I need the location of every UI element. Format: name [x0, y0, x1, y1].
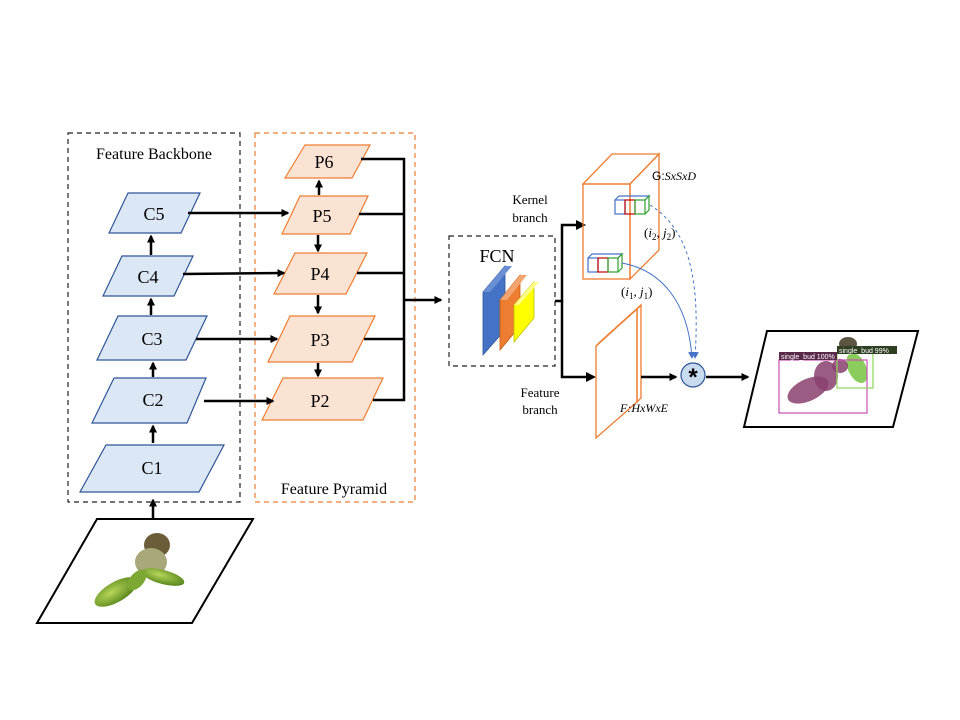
output-mask-purple-2 — [814, 361, 838, 391]
feature-tensor-top — [595, 304, 642, 347]
c1-block — [78, 444, 225, 493]
position-2-j: j — [661, 225, 667, 240]
p2-label: P2 — [310, 391, 329, 411]
feature-tensor-label-math: HxWxE — [630, 401, 668, 415]
feature-branch-label-2: branch — [522, 402, 558, 417]
operator-symbol: * — [688, 364, 698, 391]
kernel-tensor — [581, 152, 661, 281]
arrow-kernel1-operator — [621, 262, 696, 359]
position-label-2: (i2, j2) — [644, 225, 675, 242]
detection-label-bg-1 — [779, 352, 837, 360]
feature-branch-arrowhead — [586, 372, 596, 382]
position-1-i: i — [625, 284, 629, 299]
p6-label: P6 — [314, 152, 333, 172]
fcn-label: FCN — [479, 246, 514, 266]
merge-line-p6-p2 — [361, 157, 406, 402]
fcn-yellow-layer-top — [514, 282, 539, 305]
p6-block — [283, 144, 372, 179]
backbone-title: Feature Backbone — [96, 146, 212, 163]
input-image — [35, 498, 255, 624]
kernel-branch-label-2: branch — [512, 210, 548, 225]
fcn-blue-layer-top — [483, 266, 512, 292]
kernel-branch-label-1: Kernel — [512, 192, 548, 207]
kernel-cube-green-upper — [634, 199, 646, 215]
feature-tensor-label: F:HxWxE — [619, 401, 669, 415]
position-2-j-sub: 2 — [667, 232, 672, 242]
position-2-i: i — [648, 225, 652, 240]
output-image: single_bud 100% single_bud 99% — [742, 330, 920, 428]
c2-block — [91, 377, 207, 424]
feature-tensor-label-prefix: F: — [619, 401, 631, 415]
c5-block — [108, 192, 201, 234]
c1-label: C1 — [141, 458, 162, 478]
feature-pyramid-group: Feature Pyramid P6 P5 P4 P3 P2 — [254, 132, 416, 503]
p5-block — [281, 195, 369, 235]
p4-label: P4 — [310, 264, 329, 284]
kernel-tensor-label-math: SxSxD — [665, 169, 697, 183]
feature-tensor — [595, 303, 642, 440]
position-2-i-sub: 2 — [652, 232, 657, 242]
detection-label-bg-2 — [837, 346, 897, 354]
input-leaf-left — [94, 577, 138, 607]
c3-label: C3 — [141, 329, 162, 349]
position-1-j-sub: 1 — [644, 291, 649, 301]
kernel-tensor-front — [582, 183, 631, 280]
c4-label: C4 — [137, 267, 158, 287]
position-label-1: (i1, j1) — [621, 284, 652, 301]
p4-block — [273, 252, 368, 295]
kernel-cube-red-lower — [597, 257, 609, 273]
c4-block — [102, 255, 194, 297]
operator-circle — [680, 362, 706, 388]
pyramid-title: Feature Pyramid — [281, 481, 387, 498]
kernel-cube-green-lower — [607, 257, 619, 273]
p3-label: P3 — [310, 330, 329, 350]
fcn-block: FCN — [448, 235, 556, 367]
convolution-operator: * — [680, 362, 706, 391]
detection-label-2: single_bud 99% — [839, 348, 889, 355]
kernel-tensor-label: G:SxSxD — [652, 169, 696, 183]
kernel-cube-side-upper — [644, 194, 650, 215]
feature-branch-line — [560, 301, 588, 379]
pyramid-merge-lines — [357, 157, 406, 402]
input-leaf-mid — [127, 569, 147, 591]
feature-branch-label-1: Feature — [521, 385, 560, 400]
fcn-branch-lines — [555, 223, 588, 379]
kernel-tensor-top — [581, 153, 661, 185]
pyramid-dashed-box — [254, 132, 416, 503]
backbone-dashed-box — [67, 132, 241, 503]
kernel-branch-line — [555, 223, 578, 303]
kernel-cube-side-lower — [617, 252, 623, 273]
p3-block — [267, 315, 376, 363]
p2-block — [261, 377, 384, 421]
position-1-i-sub: 1 — [629, 291, 634, 301]
kernel-branch-arrowhead — [576, 220, 586, 230]
p5-label: P5 — [312, 206, 331, 226]
kernel-cubes-lower — [587, 252, 624, 273]
arrow-c4-p4 — [182, 269, 286, 278]
position-1-j: j — [638, 284, 644, 299]
kernel-tensor-label-prefix: G: — [652, 169, 665, 183]
output-mask-purple-3 — [832, 359, 848, 373]
c3-block — [96, 315, 208, 361]
fcn-orange-layer-top — [500, 275, 527, 300]
kernel-cube-top-lower — [587, 253, 624, 259]
input-leaf-right — [141, 568, 185, 586]
feature-tensor-side — [636, 303, 642, 404]
kernel-cube-blue-upper — [614, 199, 626, 215]
feature-backbone-group: Feature Backbone C5 C4 C3 C2 C1 — [67, 132, 241, 503]
c2-label: C2 — [142, 390, 163, 410]
detection-label-1: single_bud 100% — [781, 354, 835, 361]
kernel-cube-blue-lower — [587, 257, 599, 273]
kernel-cubes-upper — [614, 194, 651, 215]
c5-label: C5 — [143, 204, 164, 224]
kernel-cube-top-upper — [614, 195, 651, 201]
fcn-yellow-layer — [513, 280, 535, 344]
